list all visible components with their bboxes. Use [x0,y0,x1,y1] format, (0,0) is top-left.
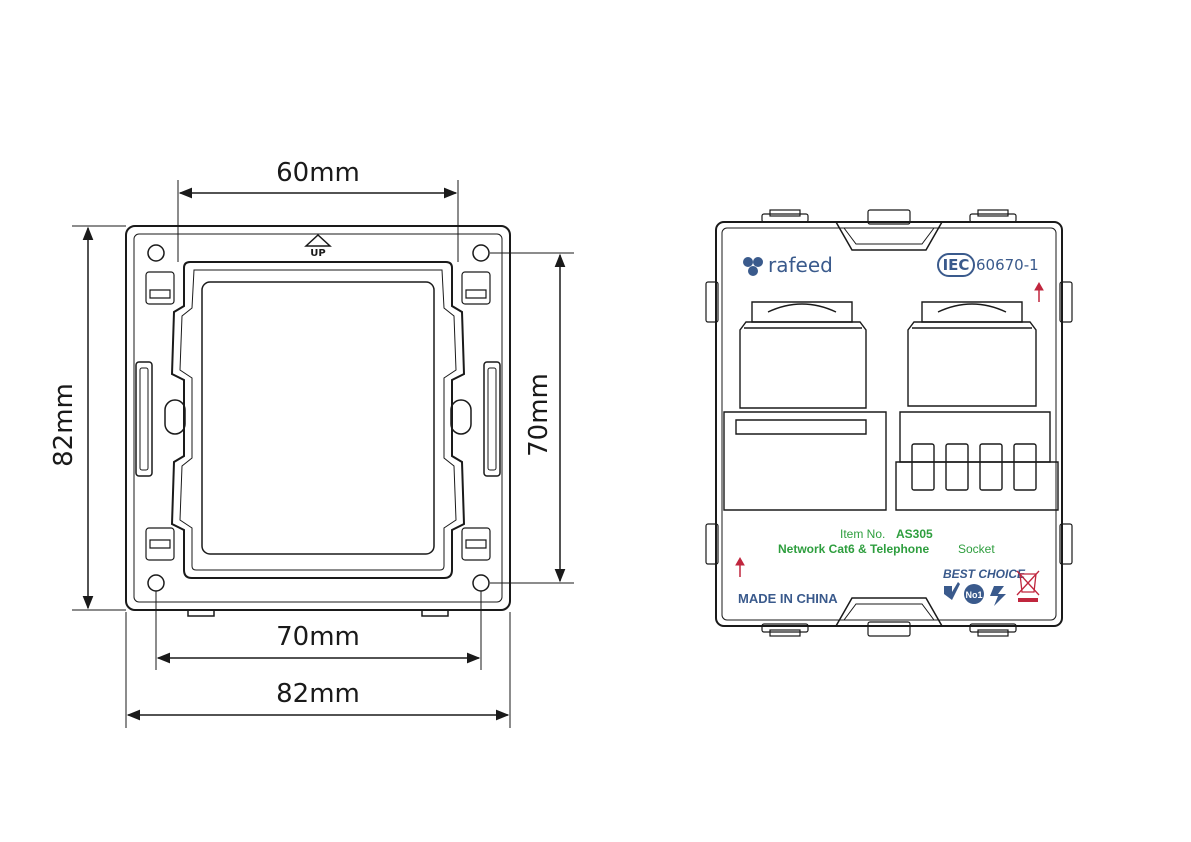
dim-top-width: 60mm [276,158,360,188]
best-choice-label: BEST CHOICE [943,567,1026,581]
up-arrow-icon: UP [304,233,332,259]
dim-bottom-outer-width: 82mm [276,679,360,709]
brand-logo-icon [743,257,763,276]
product-suffix: Socket [958,542,995,556]
socket-module: rafeed IEC 60670-1 Item No. AS305 Networ… [705,209,1073,637]
dim-right-height: 70mm [524,373,554,457]
brand-name: rafeed [768,253,833,277]
item-label: Item No. [840,527,885,541]
cert-no-label: No1 [965,590,982,600]
dim-bottom-inner-width: 70mm [276,622,360,652]
standard-number: 60670-1 [976,256,1039,274]
dimension-lines: 60mm 82mm 70mm 70mm 82mm [49,158,574,728]
up-marker: UP [310,248,325,259]
standard-prefix: IEC [943,256,970,274]
orientation-arrow-icon [735,281,1044,577]
product-bold: Network Cat6 & Telephone [778,542,929,556]
made-in-label: MADE IN CHINA [738,591,838,606]
iec-badge [937,253,975,277]
mounting-frame: UP [125,225,511,617]
weee-bin-icon [1016,570,1040,602]
certification-icons: No1 [944,582,1006,606]
dim-left-height: 82mm [49,383,79,467]
item-number: AS305 [896,527,933,541]
